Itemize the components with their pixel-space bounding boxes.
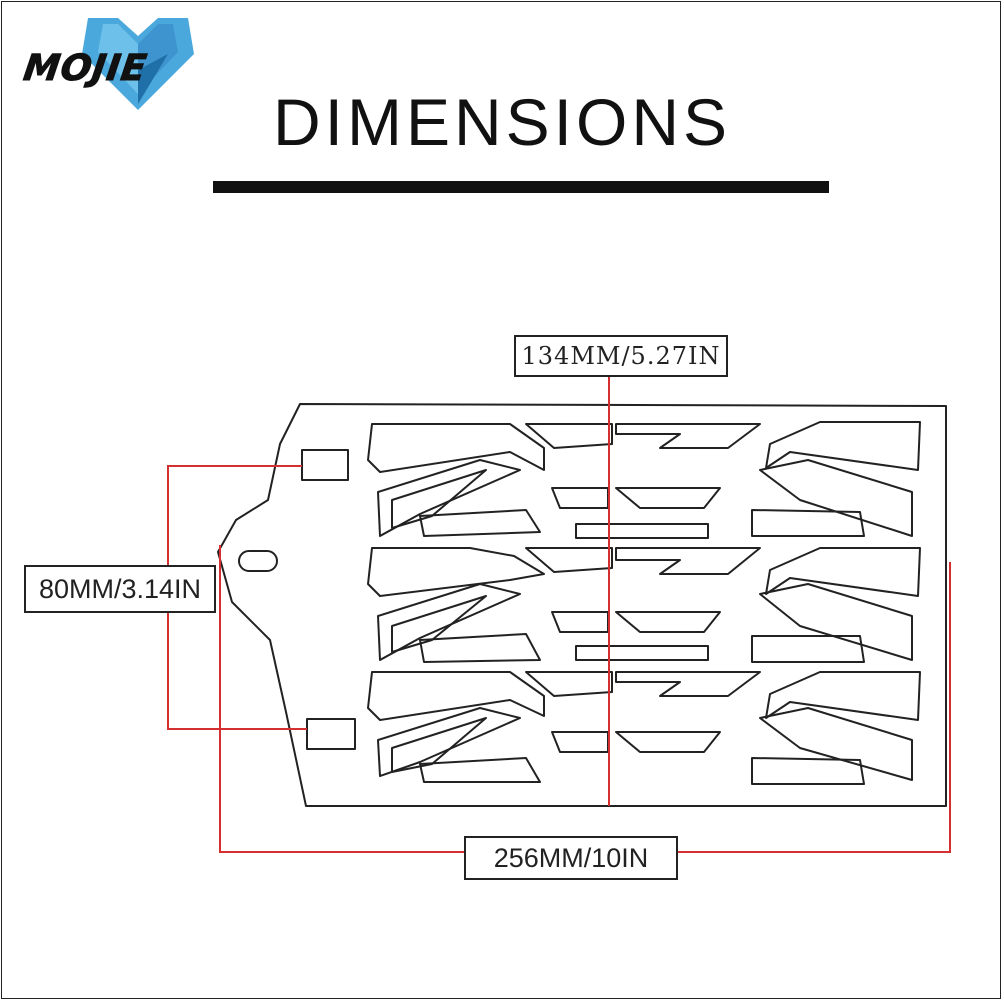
page-title: DIMENSIONS <box>272 85 732 159</box>
grille-band-1 <box>367 421 921 539</box>
guard-outline <box>217 403 947 807</box>
mount-hole-bottom <box>306 718 356 750</box>
mount-hole-top <box>301 449 349 481</box>
mount-slot <box>238 550 278 572</box>
length-dimension-left <box>219 545 464 853</box>
length-dimension-right <box>678 562 951 853</box>
brand-logo: MOJIE <box>18 14 258 114</box>
title-underline <box>213 181 829 193</box>
logo-heart-icon <box>82 18 194 110</box>
length-dimension-label: 256MM/10IN <box>464 836 678 880</box>
grille-band-2 <box>367 547 921 663</box>
grille-band-3 <box>367 671 921 785</box>
width-dimension-label: 80MM/3.14IN <box>24 565 216 613</box>
height-dimension-label: 134MM/5.27IN <box>514 335 728 377</box>
